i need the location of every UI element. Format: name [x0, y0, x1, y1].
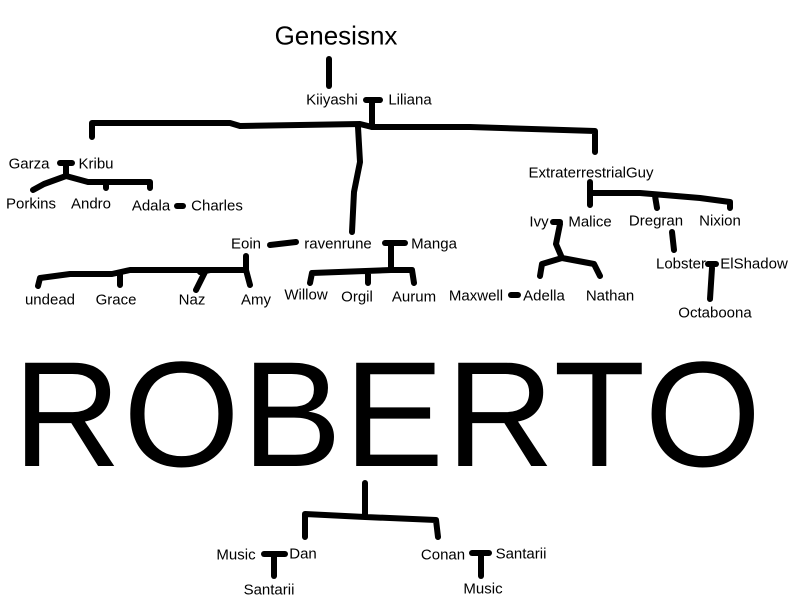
node-kribu: Kribu [78, 155, 114, 173]
node-music-right: Music [463, 580, 503, 598]
node-malice: Malice [568, 213, 612, 231]
node-dan: Dan [289, 545, 317, 563]
node-nixion: Nixion [699, 212, 741, 230]
connector-main-bar [89, 120, 598, 155]
connector-dregran-lobster [669, 229, 677, 253]
connector-eoin-ravenrune [267, 239, 299, 248]
node-santarii-left: Santarii [243, 581, 295, 599]
connector-garza-children [30, 160, 153, 193]
connector-branch-ravenrune [349, 124, 363, 235]
node-garza: Garza [8, 155, 50, 173]
node-octaboona: Octaboona [678, 304, 752, 322]
node-ivy: Ivy [529, 213, 549, 231]
node-charles: Charles [191, 197, 243, 215]
genesisnx-title: Genesisnx [274, 20, 398, 51]
roberto-banner: ROBERTO [12, 330, 764, 498]
node-adella: Adella [523, 287, 565, 305]
node-conan: Conan [420, 546, 466, 564]
node-extraterrestrialguy: ExtraterrestrialGuy [528, 164, 654, 182]
connector-ravenrune-children [307, 240, 417, 286]
node-orgil: Orgil [341, 288, 373, 306]
node-kiiyashi: Kiiyashi [306, 91, 358, 109]
connector-ivy-children [537, 221, 603, 279]
node-undead: undead [24, 291, 76, 309]
node-liliana: Liliana [388, 91, 432, 109]
node-ravenrune: ravenrune [304, 235, 372, 253]
node-dregran: Dregran [628, 212, 684, 230]
node-eoin: Eoin [230, 235, 262, 253]
node-naz: Naz [178, 291, 206, 309]
node-santarii-right: Santarii [495, 545, 547, 563]
connector-lobster-children [707, 265, 715, 302]
connector-eoin-children [35, 253, 253, 293]
node-willow: Willow [284, 286, 328, 304]
node-adala: Adala [131, 197, 171, 215]
node-porkins: Porkins [5, 195, 57, 213]
node-elshadow: ElShadow [720, 255, 788, 273]
connector-et-children [587, 179, 733, 211]
node-andro: Andro [70, 195, 112, 213]
node-music-left: Music [216, 546, 256, 564]
node-maxwell: Maxwell [448, 287, 504, 305]
node-amy: Amy [241, 291, 271, 309]
node-grace: Grace [95, 291, 137, 309]
connector-roberto-children [302, 480, 441, 540]
node-nathan: Nathan [585, 287, 635, 305]
node-aurum: Aurum [391, 288, 437, 306]
node-manga: Manga [411, 235, 457, 253]
node-lobster: Lobster [655, 255, 707, 273]
